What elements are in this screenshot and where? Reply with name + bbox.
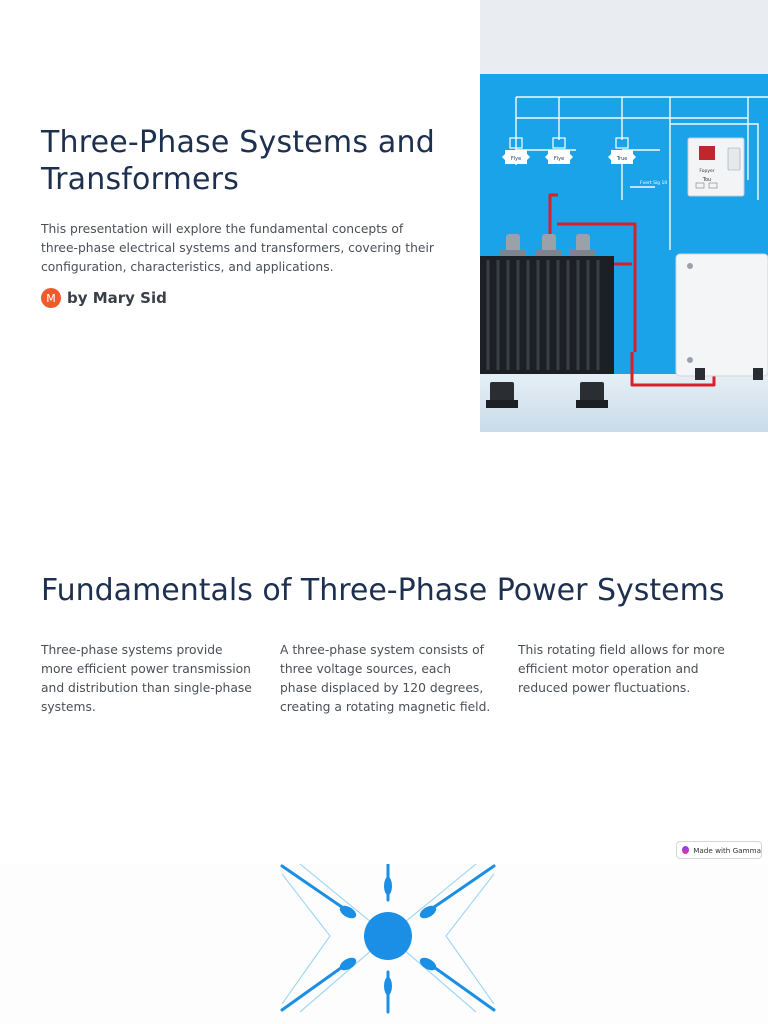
author-byline: M by Mary Sid bbox=[41, 288, 167, 308]
column-text-3: This rotating field allows for more effi… bbox=[518, 643, 725, 695]
presentation-description: This presentation will explore the funda… bbox=[41, 222, 434, 274]
made-with-gamma-badge[interactable]: Made with Gamma bbox=[676, 841, 762, 859]
indicator-label-1: Flye bbox=[511, 156, 521, 162]
column-text-2: A three-phase system consists of three v… bbox=[280, 643, 491, 714]
title-slide: Three-Phase Systems and Transformers Thi… bbox=[0, 0, 768, 432]
indicator-label-3: True bbox=[616, 156, 628, 162]
presentation-title: Three-Phase Systems and Transformers bbox=[41, 125, 435, 197]
transformer-body bbox=[480, 256, 614, 408]
author-name: by Mary Sid bbox=[67, 289, 167, 307]
transformer-bushings bbox=[500, 234, 596, 256]
panel-indicators: Flye Flye True Fvert Sig 10 bbox=[502, 137, 667, 186]
section-title: Fundamentals of Three-Phase Power System… bbox=[41, 573, 725, 608]
transformer-wiring-image: Flye Flye True Fvert Sig 10 Fopyer Tou bbox=[480, 0, 768, 432]
electrical-cabinet bbox=[675, 253, 768, 380]
meter-sublabel: Tou bbox=[702, 177, 711, 183]
gamma-logo-icon bbox=[682, 846, 690, 854]
gamma-badge-label: Made with Gamma bbox=[693, 845, 761, 855]
three-phase-star-image bbox=[0, 864, 768, 1024]
meter-label: Fopyer bbox=[699, 168, 714, 174]
indicator-label-2: Flye bbox=[554, 156, 564, 162]
column-text-1: Three-phase systems provide more efficie… bbox=[41, 643, 252, 714]
author-avatar: M bbox=[41, 288, 61, 308]
meter-box: Fopyer Tou bbox=[687, 137, 745, 197]
wiring-annotation: Fvert Sig 10 bbox=[640, 180, 667, 186]
